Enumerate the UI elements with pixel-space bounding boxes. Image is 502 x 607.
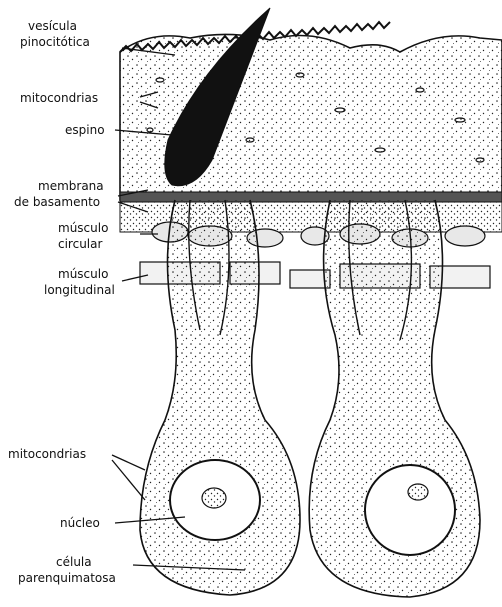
label-basement-1: membrana [38,179,104,193]
label-basement-2: de basamento [14,195,100,209]
label-mito-top: mitocondrias [20,91,98,105]
figure-labels: vesícula pinocitótica mitocondrias espin… [8,19,116,585]
label-vesicle-2: pinocitótica [20,35,90,49]
label-longitudinal-2: longitudinal [44,283,115,297]
label-vesicle-1: vesícula [28,19,77,33]
label-spine: espino [65,123,105,137]
label-longitudinal-1: músculo [58,267,108,281]
nucleolus-right [408,484,428,500]
label-parenchyma-1: célula [56,555,92,569]
label-circular-2: circular [58,237,102,251]
label-mito-bottom: mitocondrias [8,447,86,461]
nucleolus-left [202,488,226,508]
nucleus-right [365,465,455,555]
label-nucleus: núcleo [60,516,100,530]
label-circular-1: músculo [58,221,108,235]
label-parenchyma-2: parenquimatosa [18,571,116,585]
